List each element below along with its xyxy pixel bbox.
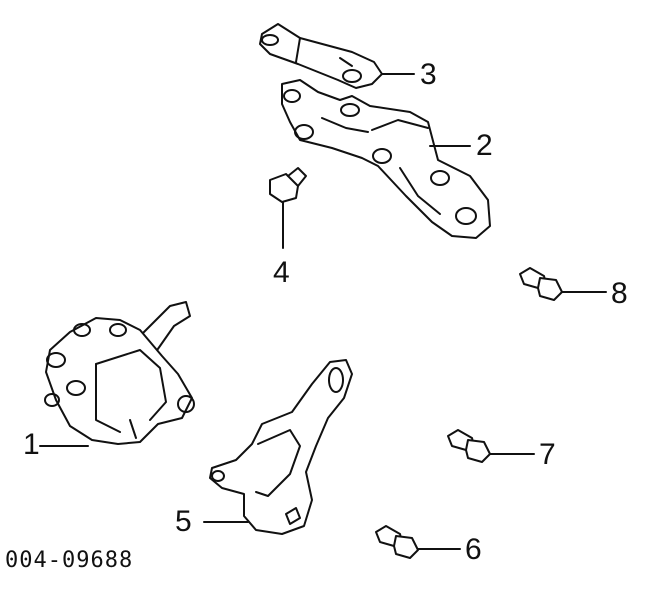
part-6-bolt <box>375 525 461 559</box>
callout-3: 3 <box>420 58 437 91</box>
part-4-bolt <box>269 167 307 249</box>
part-7-bolt <box>447 429 535 463</box>
callout-6: 6 <box>465 533 482 566</box>
part-1-pump <box>39 301 195 447</box>
callout-7: 7 <box>539 438 556 471</box>
part-2-bracket <box>281 79 491 239</box>
part-3-bracket <box>259 23 383 89</box>
part-5-bracket <box>203 359 353 535</box>
callout-8: 8 <box>611 277 628 310</box>
figure-code: 004-09688 <box>5 548 134 573</box>
callout-1: 1 <box>23 428 40 461</box>
callout-5: 5 <box>175 505 192 538</box>
callout-2: 2 <box>476 129 493 162</box>
callout-4: 4 <box>273 256 290 289</box>
part-8-bolt <box>519 267 607 301</box>
